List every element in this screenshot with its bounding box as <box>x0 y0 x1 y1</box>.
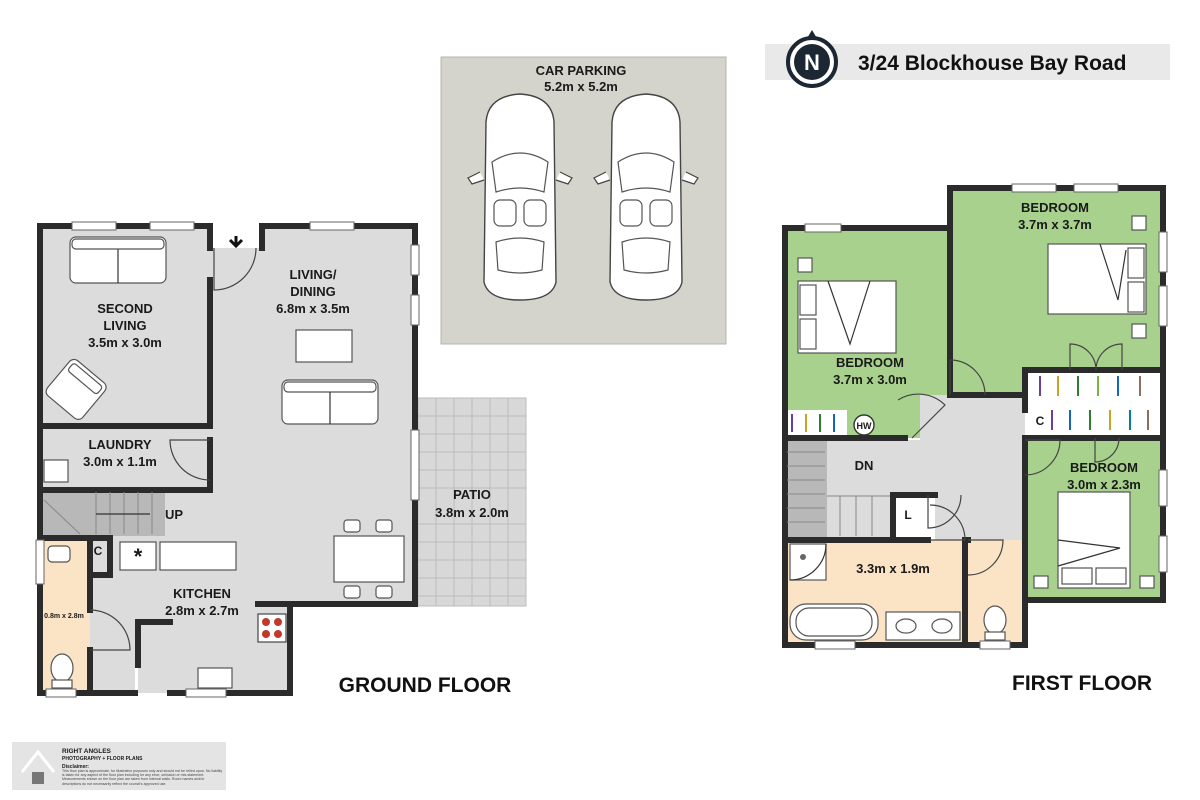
cooktop-icon <box>257 613 287 643</box>
wardrobe-hangers <box>791 376 1149 432</box>
car-parking-area: CAR PARKING 5.2m x 5.2m <box>440 56 727 345</box>
living-dining-name-2: DINING <box>290 284 336 299</box>
ground-stairs: UP <box>43 492 183 535</box>
cupboard-tag: C <box>94 544 103 558</box>
hot-water-icon: HW <box>853 414 875 436</box>
first-stairs-fill <box>785 440 827 538</box>
entry-door <box>213 236 257 291</box>
bed-icon <box>797 257 897 354</box>
ground-floor-plan: PATIO 3.8m x 2.0m <box>35 221 527 698</box>
first-floor-plan: HW DN L C <box>782 183 1168 695</box>
bedroom-left-size: 3.7m x 3.0m <box>833 372 907 387</box>
toilet-icon <box>50 653 74 689</box>
dining-table-icon <box>333 519 405 599</box>
brand-tagline: PHOTOGRAPHY + FLOOR PLANS <box>62 756 143 762</box>
sofa-icon <box>281 379 379 425</box>
toilet-icon <box>983 605 1007 641</box>
address-header: N 3/24 Blockhouse Bay Road <box>765 30 1170 88</box>
compass-letter: N <box>804 50 820 75</box>
bathroom-size: 3.3m x 1.9m <box>856 561 930 576</box>
vanity-icon <box>885 611 961 641</box>
stairs-up-tag: UP <box>165 507 183 522</box>
patio-area: PATIO 3.8m x 2.0m <box>417 397 527 607</box>
bedroom-top-name: BEDROOM <box>1021 200 1089 215</box>
second-living-size: 3.5m x 3.0m <box>88 335 162 350</box>
wardrobe-area <box>1027 373 1160 437</box>
brand-name: RIGHT ANGLES <box>62 748 112 755</box>
car-parking-name: CAR PARKING <box>536 63 627 78</box>
disclaimer-text: This floor plan is approximate, for illu… <box>62 769 223 786</box>
kitchen-sink <box>197 667 233 689</box>
bedroom-top-size: 3.7m x 3.7m <box>1018 217 1092 232</box>
north-compass-icon: N <box>786 30 838 88</box>
ground-wc-size: 0.8m x 2.8m <box>44 613 84 620</box>
car-icon <box>467 93 573 301</box>
first-exterior-wall <box>782 185 1166 648</box>
second-living-name: SECOND <box>97 301 153 316</box>
linen-tag: L <box>904 508 911 522</box>
laundry-name: LAUNDRY <box>88 437 151 452</box>
disclaimer-title: Disclaimer: <box>62 764 89 770</box>
coffee-table <box>295 329 353 363</box>
car-icon <box>593 93 699 301</box>
kitchen-size: 2.8m x 2.7m <box>165 603 239 618</box>
second-living-name-2: LIVING <box>103 318 146 333</box>
first-floor-title: FIRST FLOOR <box>1012 672 1152 695</box>
ground-floor-title: GROUND FLOOR <box>339 674 512 697</box>
shower-icon <box>789 543 827 581</box>
first-hallway-floor <box>893 395 1025 540</box>
ground-stairs-fill <box>40 490 165 536</box>
hot-water-tag: HW <box>857 421 872 431</box>
ground-exterior-wall <box>167 223 418 696</box>
first-cupboard-tag: C <box>1036 414 1045 428</box>
laundry-tub <box>43 459 69 483</box>
wc-basin <box>47 545 71 563</box>
patio-size: 3.8m x 2.0m <box>435 505 509 520</box>
brand-footer: RIGHT ANGLES PHOTOGRAPHY + FLOOR PLANS D… <box>12 742 226 790</box>
bed-icon <box>1033 491 1155 589</box>
bed-icon <box>1047 215 1147 339</box>
address-title: 3/24 Blockhouse Bay Road <box>858 52 1126 75</box>
kitchen-island <box>159 541 237 571</box>
asterisk-icon: * <box>134 544 143 569</box>
living-dining-size: 6.8m x 3.5m <box>276 301 350 316</box>
living-dining-name: LIVING/ <box>290 267 337 282</box>
patio-name: PATIO <box>453 487 491 502</box>
laundry-size: 3.0m x 1.1m <box>83 454 157 469</box>
bedroom-left-name: BEDROOM <box>836 355 904 370</box>
fridge <box>119 541 157 571</box>
car-parking-size: 5.2m x 5.2m <box>544 79 618 94</box>
bedroom-right-name: BEDROOM <box>1070 460 1138 475</box>
camera-logo-icon <box>20 749 56 784</box>
first-stairs <box>787 451 890 536</box>
entry-arrow-icon <box>228 236 244 249</box>
stairs-down-tag: DN <box>855 458 874 473</box>
kitchen-name: KITCHEN <box>173 586 231 601</box>
sofa-icon <box>69 236 167 284</box>
bedroom-right-size: 3.0m x 2.3m <box>1067 477 1141 492</box>
disclaimer-box: This floor plan is approximate, for illu… <box>62 769 223 786</box>
armchair-icon <box>45 358 107 420</box>
bathtub-icon <box>789 603 879 641</box>
